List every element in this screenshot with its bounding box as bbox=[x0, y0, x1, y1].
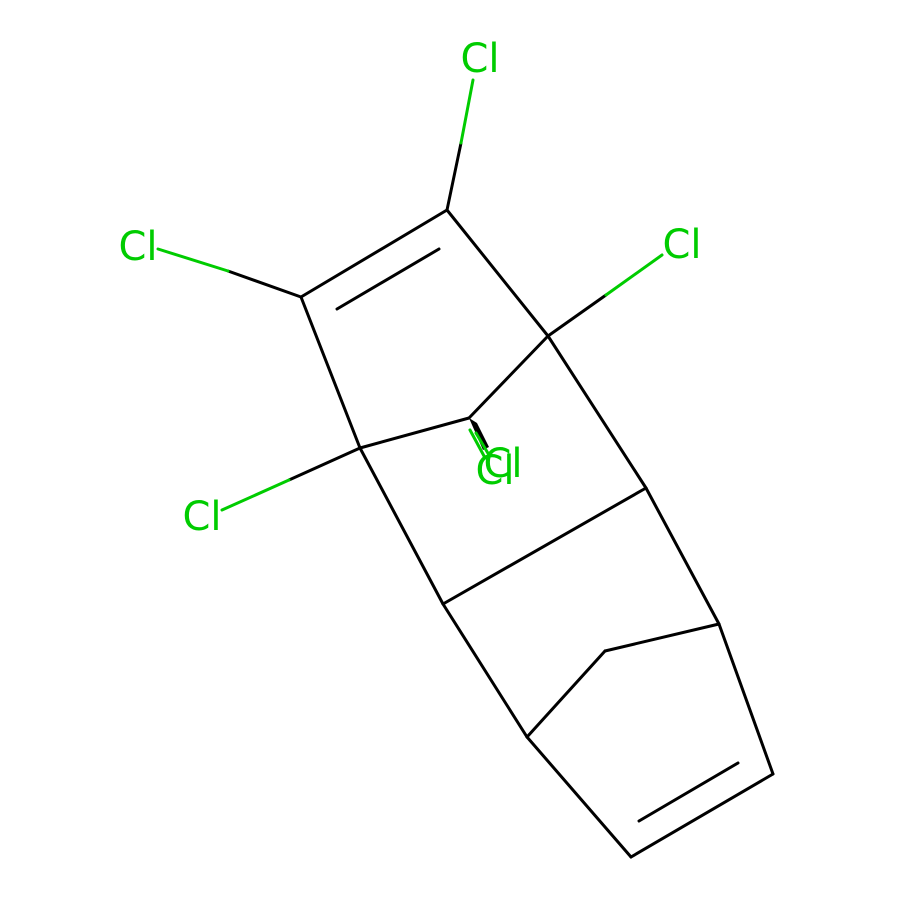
bond-c2-cl-left bbox=[226, 269, 303, 299]
atom-label-cl-bridge-back: Cl bbox=[475, 448, 514, 494]
bond-cl-top-half bbox=[459, 78, 475, 145]
bond-c1-cl-top bbox=[445, 141, 463, 212]
bond-c3-cl-lower bbox=[287, 446, 362, 482]
bond-c9-c12 bbox=[717, 622, 775, 776]
wedge-bond-c4-cl bbox=[469, 418, 489, 450]
bond-c11-c10 bbox=[525, 649, 607, 739]
bond-cl-lower-half bbox=[220, 478, 291, 512]
bond-cl-left-half bbox=[156, 247, 230, 273]
bond-c4-cl-green-a bbox=[474, 431, 491, 457]
atom-label-cl-left: Cl bbox=[118, 224, 157, 270]
bond-c13-c10 bbox=[525, 735, 633, 859]
atom-label-cl-right: Cl bbox=[662, 222, 701, 268]
bond-c12-c13-inner bbox=[637, 761, 740, 823]
bond-c9-c11 bbox=[603, 622, 721, 653]
atom-label-cl-bridge-front: Cl bbox=[483, 441, 522, 487]
bond-c3-c4 bbox=[358, 416, 471, 450]
bond-c1-c6 bbox=[445, 208, 550, 338]
bond-c3-c8 bbox=[358, 446, 445, 606]
atom-label-cl-lower: Cl bbox=[182, 494, 221, 540]
bond-c7-c9 bbox=[644, 486, 721, 626]
bond-c2-c3 bbox=[299, 295, 362, 450]
bond-c1-c2 bbox=[299, 208, 449, 299]
bond-cl-right-half bbox=[604, 253, 664, 297]
bond-c4-cl-green-b bbox=[468, 428, 486, 458]
bond-c6-c7 bbox=[546, 334, 648, 490]
bond-c4-c6 bbox=[467, 334, 550, 420]
bond-c12-c13 bbox=[629, 772, 775, 859]
bond-c6-cl-right bbox=[546, 293, 608, 338]
bond-c1-c2-inner bbox=[335, 247, 441, 311]
bond-c7-c8 bbox=[441, 486, 648, 606]
atom-label-cl-top: Cl bbox=[460, 36, 499, 82]
bond-c8-c10 bbox=[441, 602, 529, 739]
